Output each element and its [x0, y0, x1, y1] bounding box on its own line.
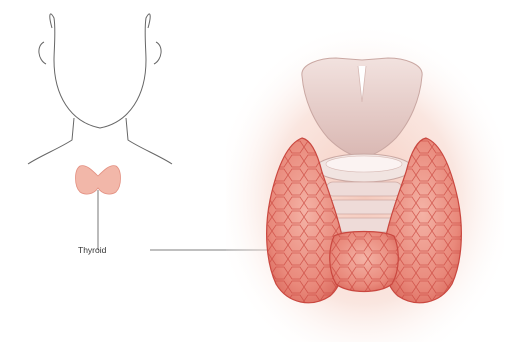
large-thyroid-illustration: [226, 22, 504, 342]
isthmus-texture: [330, 232, 399, 292]
thyroid-label: Thyroid: [78, 245, 106, 255]
small-thyroid-icon: [76, 166, 121, 194]
head-outline: [28, 14, 172, 164]
